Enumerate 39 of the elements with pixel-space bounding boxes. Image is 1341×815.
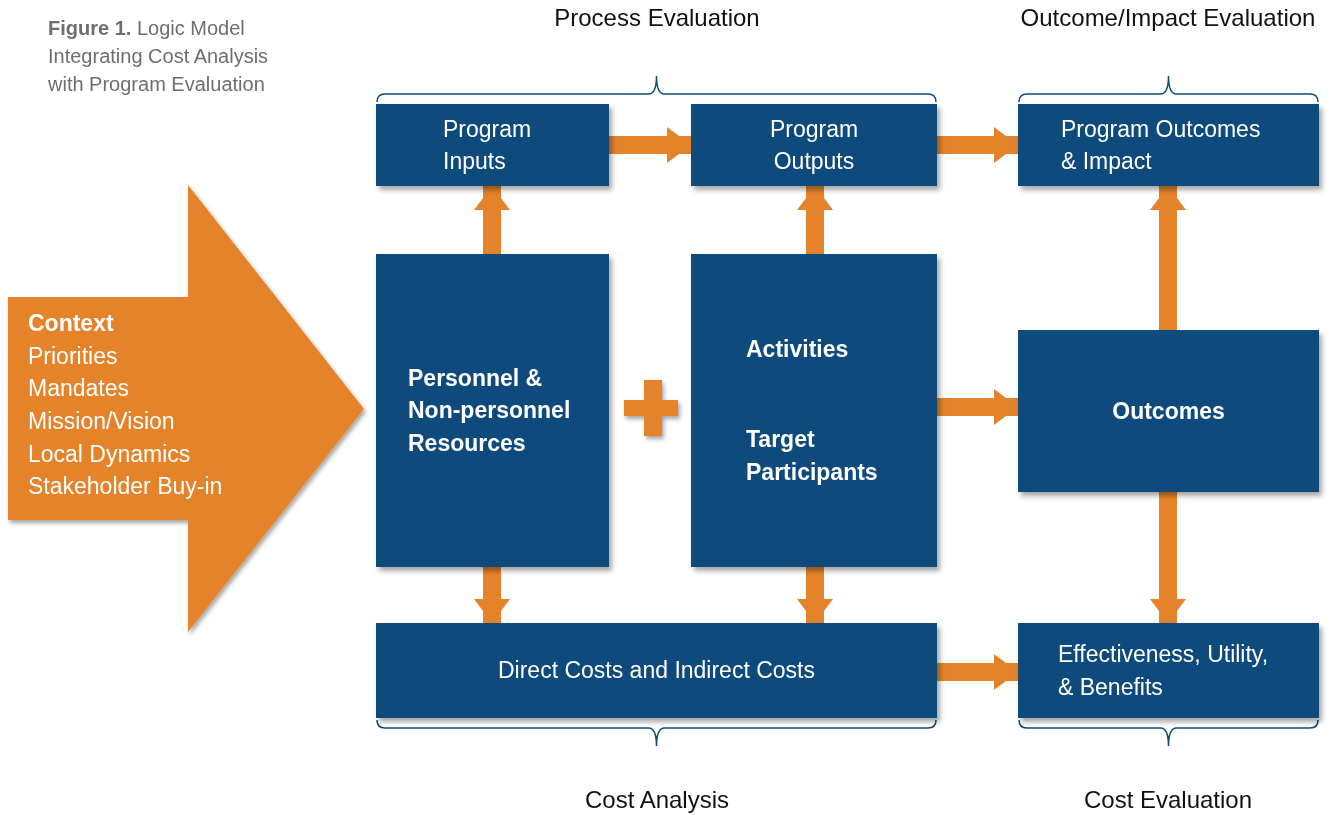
- box-text: Target Participants: [746, 425, 879, 487]
- context-item: Stakeholder Buy-in: [28, 472, 223, 502]
- bracket-label: Cost Analysis: [584, 786, 730, 814]
- process-box: [376, 254, 609, 567]
- box-text: Program Inputs: [443, 114, 533, 176]
- bracket-label: Outcome/Impact Evaluation: [1020, 4, 1316, 32]
- context-heading: Context: [28, 309, 115, 338]
- process-box: [691, 254, 937, 567]
- bracket-label: Cost Evaluation: [1083, 786, 1253, 814]
- block-arrow: [1150, 186, 1186, 330]
- process-box: [691, 104, 937, 186]
- context-item: Mandates: [28, 374, 130, 404]
- block-arrow: [474, 567, 510, 623]
- block-arrow: [609, 127, 691, 163]
- block-arrow: [797, 186, 833, 254]
- box-text: Direct Costs and Indirect Costs: [498, 656, 815, 686]
- box-text: Outcomes: [1112, 396, 1225, 426]
- bracket-label: Process Evaluation: [554, 4, 760, 32]
- block-arrow: [1150, 492, 1186, 623]
- context-item: Mission/Vision: [28, 406, 176, 436]
- process-box: [376, 623, 937, 718]
- context-item: Priorities: [28, 341, 119, 371]
- box-text: Effectiveness, Utility, & Benefits: [1058, 640, 1270, 702]
- figure-caption: Figure 1. Logic Model Integrating Cost Analysis with Program Evaluation: [48, 16, 270, 97]
- box-text: Personnel & Non-personnel Resources: [408, 364, 572, 458]
- context-arrow: [8, 185, 366, 633]
- process-box: [1018, 623, 1319, 718]
- block-arrow: [937, 127, 1018, 163]
- block-arrow: [937, 654, 1018, 690]
- block-arrow: [474, 186, 510, 254]
- context-item: Local Dynamics: [28, 439, 192, 469]
- block-arrow: [797, 567, 833, 623]
- process-box: [376, 104, 609, 186]
- block-arrow: [937, 389, 1018, 425]
- process-box: [1018, 104, 1319, 186]
- box-text: Activities: [746, 335, 849, 365]
- box-text: Program Outcomes & Impact: [1061, 114, 1262, 176]
- box-text: Program Outputs: [768, 114, 860, 176]
- process-box: [1018, 330, 1319, 492]
